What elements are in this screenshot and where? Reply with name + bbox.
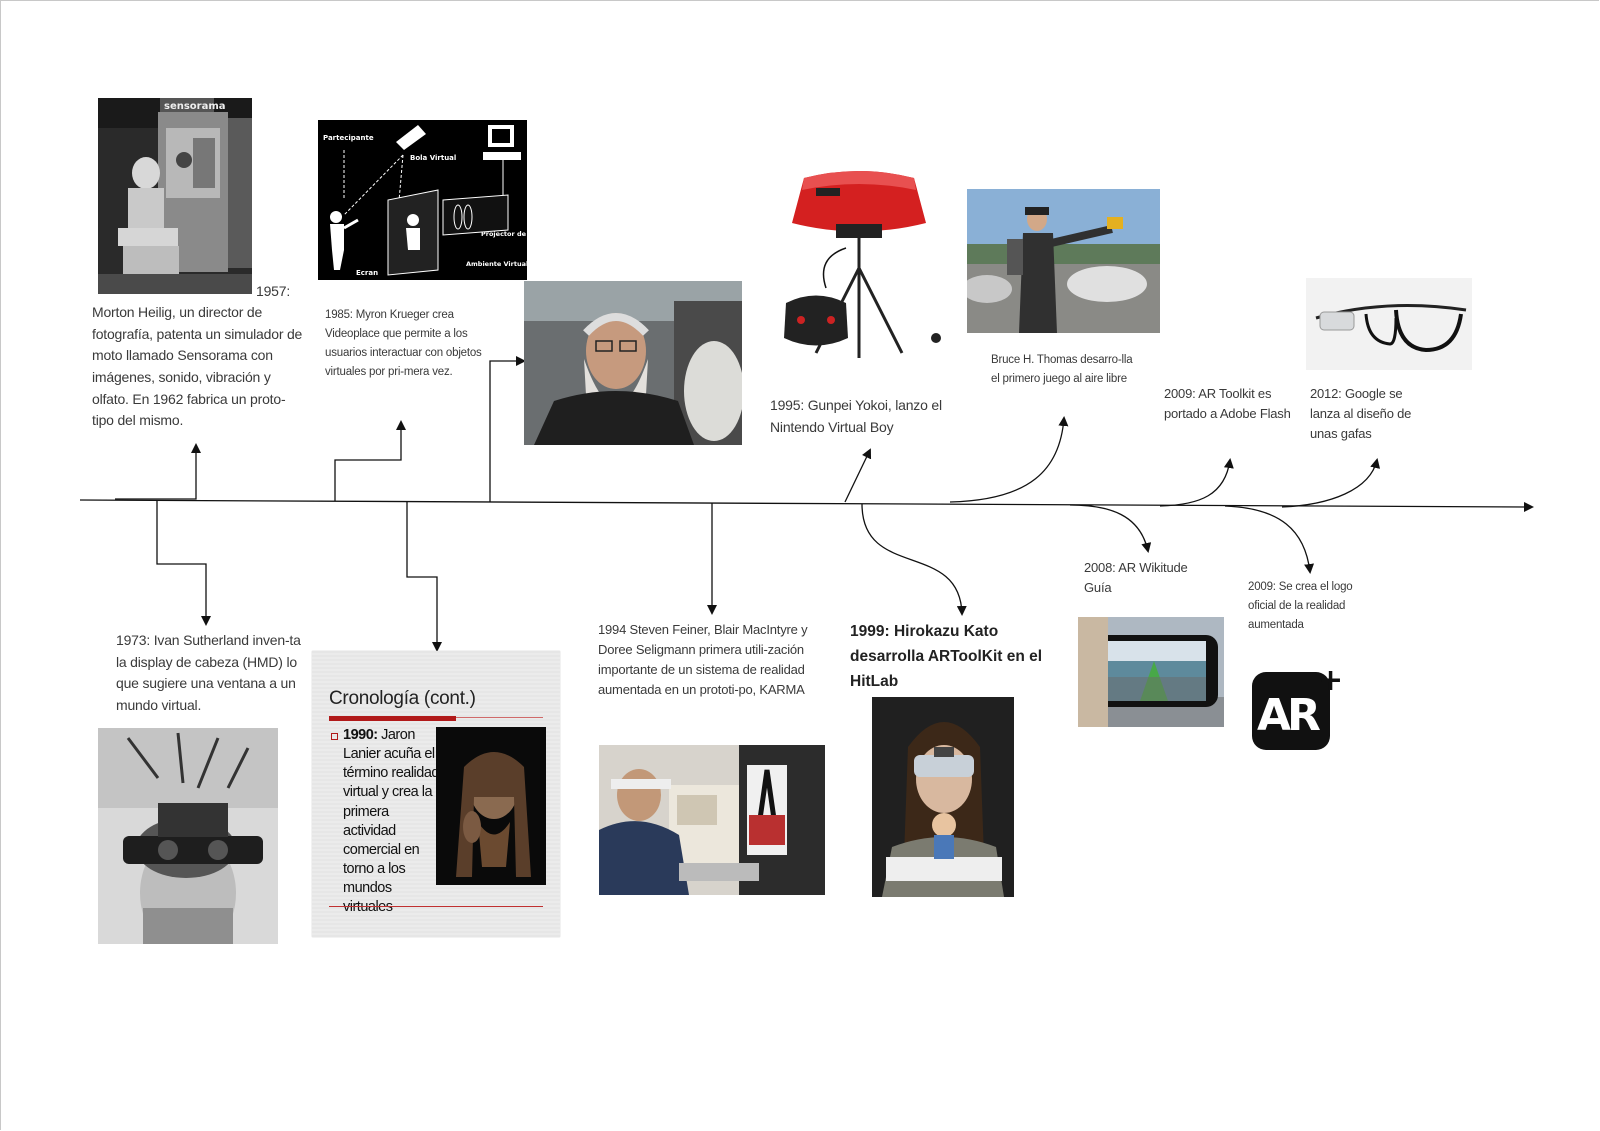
videoplace-diagram: Partecipante Bola Virtual Projector de V… [318, 120, 527, 280]
sutherland-hmd-photo [98, 728, 278, 944]
event-2009b-text: 2009: Se crea el logo oficial de la real… [1248, 581, 1353, 631]
slide-1990: Cronología (cont.) 1990: Jaron Lanier ac… [312, 651, 560, 937]
ar-logo: AR + [1252, 660, 1343, 750]
svg-text:Bola Virtual: Bola Virtual [410, 154, 456, 162]
sensorama-photo: sensorama [98, 98, 252, 294]
event-1994-text: 1994 Steven Feiner, Blair MacIntyre y Do… [598, 622, 808, 698]
bruce-thomas-photo [967, 189, 1160, 333]
svg-text:sensorama: sensorama [164, 101, 226, 112]
virtual-boy-photo [776, 168, 942, 376]
slide-body: Jaron Lanier acuña el término realidad v… [343, 727, 439, 916]
slide-text: 1990: Jaron Lanier acuña el término real… [343, 726, 443, 917]
event-1957-year: 1957: [256, 283, 291, 299]
slide-bottom-line [329, 906, 543, 907]
event-thomas-text: Bruce H. Thomas desarro-lla el primero j… [991, 354, 1133, 385]
slide-title-line [456, 717, 543, 718]
svg-text:Ambiente Virtual: Ambiente Virtual [466, 260, 527, 268]
event-2012-text: 2012: Google se lanza al diseño de unas … [1310, 386, 1412, 442]
slide-title-bar [329, 716, 456, 721]
slide-title: Cronología (cont.) [329, 688, 476, 709]
lanier-photo [436, 727, 546, 885]
event-2008-text: 2008: AR Wikitude Guía [1084, 560, 1188, 596]
svg-text:+: + [1318, 663, 1342, 698]
timeline-axis [79, 499, 1534, 512]
event-1999-text: 1999: Hirokazu Kato desarrolla ARToolKit… [850, 623, 1043, 690]
event-1985-text: 1985: Myron Krueger crea Videoplace que … [325, 309, 482, 378]
slide-year: 1990: [343, 727, 378, 743]
karma-photo [599, 745, 825, 895]
svg-text:Partecipante: Partecipante [323, 134, 374, 142]
wikitude-photo [1078, 617, 1224, 727]
event-1957-text: Morton Heilig, un director de fotografía… [92, 304, 303, 429]
event-1995-text: 1995: Gunpei Yokoi, lanzo el Nintendo Vi… [770, 397, 942, 435]
svg-text:Ecran: Ecran [356, 269, 378, 277]
event-1973-text: 1973: Ivan Sutherland inven-ta la displa… [116, 632, 301, 714]
event-2009a-text: 2009: AR Toolkit es portado a Adobe Flas… [1164, 386, 1291, 422]
artoolkit-photo [872, 697, 1014, 897]
svg-text:Projector de Video: Projector de Video [481, 230, 527, 238]
google-glass-photo [1306, 278, 1472, 370]
krueger-photo [524, 281, 742, 445]
svg-text:AR: AR [1257, 690, 1320, 741]
slide-bullet [331, 733, 338, 740]
